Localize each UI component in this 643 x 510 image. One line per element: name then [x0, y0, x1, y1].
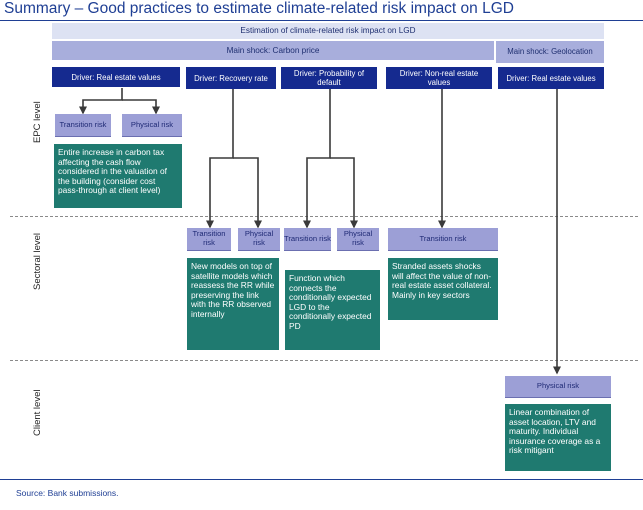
driver-probability-of-default: Driver: Probability of default: [281, 67, 377, 89]
shock-geolocation: Main shock: Geolocation: [496, 41, 604, 63]
transition-risk-box: Transition risk: [187, 228, 231, 251]
header-band: Estimation of climate-related risk impac…: [52, 23, 604, 39]
physical-risk-box: Physical risk: [122, 114, 182, 137]
level-divider: [10, 360, 638, 361]
transition-risk-box: Transition risk: [55, 114, 111, 137]
physical-risk-box: Physical risk: [337, 228, 379, 251]
note-epc-real-estate: Entire increase in carbon tax affecting …: [54, 144, 182, 208]
level-divider: [10, 216, 638, 217]
note-recovery-rate: New models on top of satellite models wh…: [187, 258, 279, 350]
driver-non-real-estate: Driver: Non-real estate values: [386, 67, 492, 89]
physical-risk-box: Physical risk: [238, 228, 280, 251]
note-non-real-estate: Stranded assets shocks will affect the v…: [388, 258, 498, 320]
transition-risk-box: Transition risk: [388, 228, 498, 251]
connector-probability-of-default: [303, 89, 331, 229]
page-title: Summary – Good practices to estimate cli…: [4, 0, 514, 17]
shock-carbon: Main shock: Carbon price: [52, 41, 494, 60]
note-probability-of-default: Function which connects the conditionall…: [285, 270, 380, 350]
source-note: Source: Bank submissions.: [16, 488, 119, 498]
title-rule: [0, 20, 643, 21]
connector-probability-of-default: [330, 157, 358, 229]
connector-recovery-rate: [233, 157, 262, 229]
driver-real-estate-geolocation: Driver: Real estate values: [498, 67, 604, 89]
footer-rule: [0, 479, 643, 480]
driver-recovery-rate: Driver: Recovery rate: [186, 67, 276, 89]
transition-risk-box: Transition risk: [284, 228, 331, 251]
note-geolocation: Linear combination of asset location, LT…: [505, 404, 611, 471]
driver-real-estate: Driver: Real estate values: [52, 67, 180, 87]
connector-real-estate: [79, 88, 123, 115]
connector-real-estate: [122, 99, 160, 115]
physical-risk-box: Physical risk: [505, 376, 611, 398]
connector-recovery-rate: [206, 89, 234, 229]
